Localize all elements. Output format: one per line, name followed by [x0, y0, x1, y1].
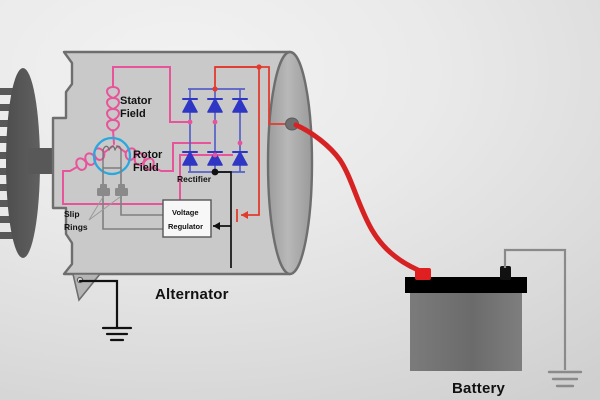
label-rotor-field-line1: Rotor — [133, 149, 163, 161]
voltage-regulator — [162, 199, 212, 238]
slip-rings-leader-lines — [88, 196, 121, 221]
label-alternator: Alternator — [155, 286, 229, 303]
battery-positive-cable — [293, 122, 421, 273]
label-battery: Battery — [452, 380, 506, 397]
label-rotor-field-line2: Field — [133, 162, 159, 174]
label-stator-field-line1: Stator — [120, 95, 153, 107]
battery — [405, 266, 527, 371]
alternator-housing — [51, 50, 292, 276]
label-slip-rings-line2: Rings — [64, 222, 88, 232]
regulator-black-arrow — [213, 222, 220, 230]
rectifier-bridge — [182, 86, 248, 176]
label-stator-field-line2: Field — [120, 108, 146, 120]
label-voltage-regulator-line1: Voltage — [172, 208, 199, 217]
battery-ground-wiring — [503, 248, 567, 370]
alternator-mounting-bracket — [71, 273, 102, 302]
alternator-pulley-fan — [0, 68, 53, 258]
battery-positive-terminal — [415, 268, 431, 280]
alternator-end-cap — [266, 50, 314, 276]
label-slip-rings-line1: Slip — [64, 209, 80, 219]
battery-negative-terminal — [500, 266, 511, 280]
label-rectifier: Rectifier — [177, 174, 212, 184]
regulator-red-arrow — [241, 211, 248, 219]
label-voltage-regulator-line2: Regulator — [168, 222, 203, 231]
battery-ground-symbol — [547, 370, 583, 388]
red-junction-dot — [256, 64, 262, 70]
battery-top-cover — [405, 277, 527, 293]
rotor-field — [92, 136, 132, 176]
alternator-ground-symbol — [78, 279, 133, 342]
slip-rings — [97, 184, 128, 196]
